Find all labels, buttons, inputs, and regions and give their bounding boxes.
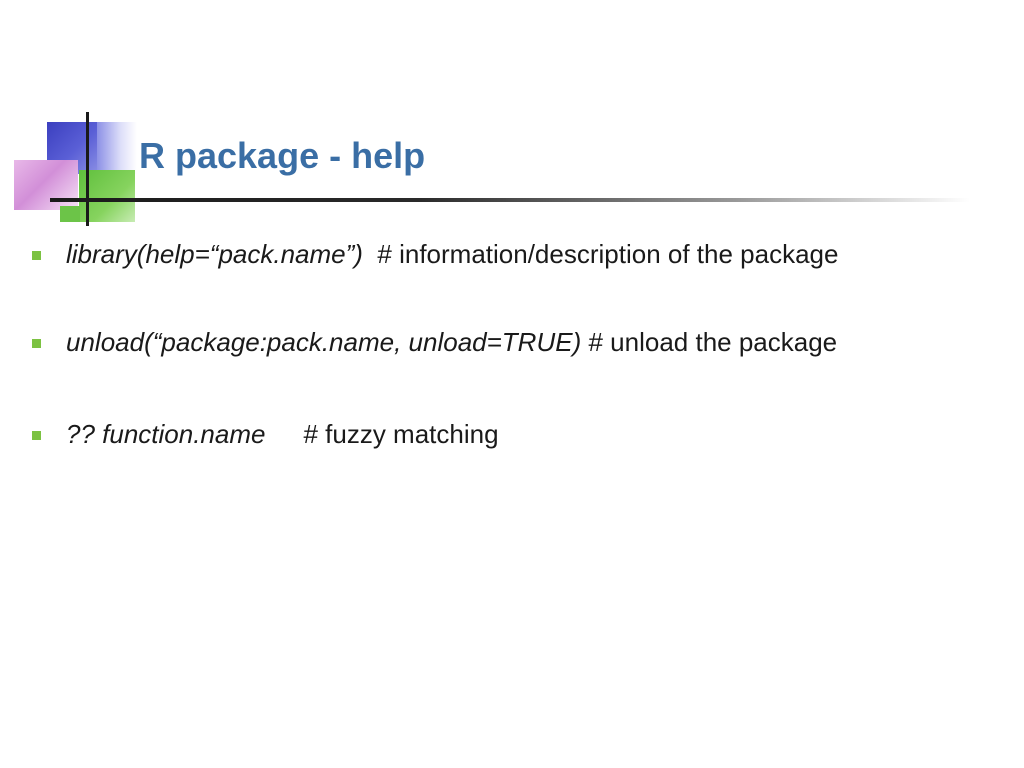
bullet-item-unload: unload(“package:pack.name, unload=TRUE) … [28,324,994,360]
bullet-item-fuzzy-matching: ?? function.name # fuzzy matching [28,416,994,452]
decorative-vertical-line [86,112,89,226]
decorative-pink-square [14,160,78,210]
decorative-blue-fade [97,122,137,174]
bullet-list: library(help=“pack.name”) # information/… [28,236,994,452]
bullet-square-icon [32,251,41,260]
bullet-code: ?? function.name [66,419,266,449]
bullet-comment: # fuzzy matching [303,419,499,449]
bullet-comment: # information/description of the package [377,239,839,269]
bullet-comment: # unload the package [588,327,838,357]
decorative-green-accent [60,206,80,222]
bullet-code: library(help=“pack.name”) [66,239,363,269]
bullet-square-icon [32,339,41,348]
slide-title: R package - help [139,135,426,176]
bullet-square-icon [32,431,41,440]
title-underline-rule [50,198,970,202]
bullet-code: unload(“package:pack.name, unload=TRUE) [66,327,582,357]
bullet-item-library-help: library(help=“pack.name”) # information/… [28,236,994,272]
